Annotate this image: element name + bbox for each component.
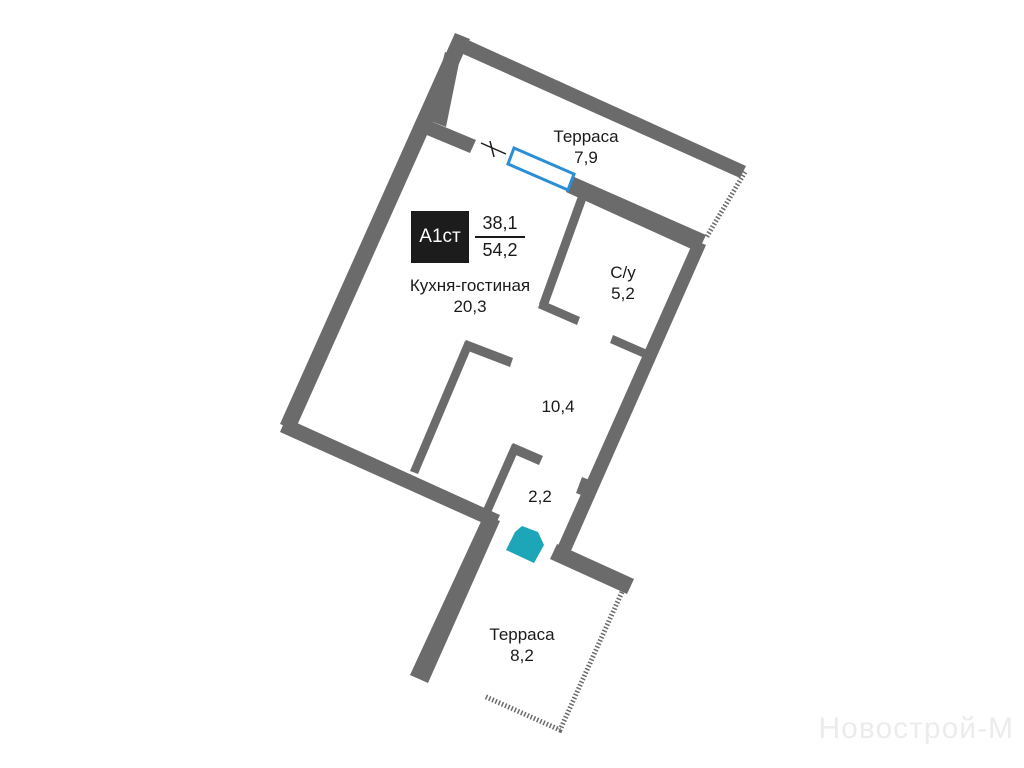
- watermark: Новострой-М: [818, 712, 1014, 745]
- room-label-wc: С/у 5,2: [596, 262, 650, 304]
- wall-top-short: [422, 120, 476, 153]
- wall-wc-bottom-right: [610, 335, 652, 360]
- wall-hall-stub: [463, 340, 513, 367]
- apartment-badge: А1ст 38,1 54,2: [411, 211, 531, 263]
- window-mark: [480, 142, 507, 155]
- wall-bottom-right: [550, 544, 634, 594]
- room-name: Терраса: [489, 625, 555, 644]
- wall-vestibule-left: [482, 444, 520, 515]
- wall-right: [557, 240, 706, 553]
- wall-top-pier: [428, 52, 460, 127]
- apartment-area: 38,1 54,2: [469, 211, 531, 263]
- wall-top-terrace: [452, 35, 746, 178]
- room-area: 8,2: [510, 646, 534, 665]
- wall-wc-bottom-left: [538, 300, 580, 325]
- total-area: 54,2: [482, 240, 518, 260]
- room-label-hallway: 10,4: [528, 396, 588, 417]
- living-area: 38,1: [482, 213, 518, 233]
- room-name: Терраса: [553, 127, 619, 146]
- room-name: С/у: [610, 263, 636, 282]
- room-label-terrace-top: Терраса 7,9: [544, 126, 628, 168]
- railing-bottom-terrace: [482, 590, 625, 734]
- wall-vestibule-stub: [509, 443, 543, 465]
- room-area: 20,3: [453, 297, 487, 316]
- wall-bottom-left: [280, 418, 500, 528]
- room-label-kitchen-living: Кухня-гостиная 20,3: [390, 275, 550, 317]
- window-tick: [489, 140, 495, 158]
- wall-wc-top: [566, 176, 706, 252]
- room-area: 7,9: [574, 148, 598, 167]
- room-label-vestibule: 2,2: [518, 486, 562, 507]
- entrance-marker-icon: [506, 526, 544, 563]
- apartment-code: А1ст: [411, 211, 469, 263]
- room-name: Кухня-гостиная: [409, 276, 531, 295]
- room-area: 5,2: [611, 284, 635, 303]
- room-area: 10,4: [541, 397, 575, 416]
- wall-wc-left: [539, 196, 586, 308]
- window-icon: [506, 145, 576, 193]
- railing-top-terrace: [703, 170, 748, 240]
- wall-hall-left: [410, 341, 473, 474]
- room-label-terrace-bottom: Терраса 8,2: [480, 624, 564, 666]
- wall-vestibule-jamb: [576, 477, 592, 497]
- room-area: 2,2: [528, 487, 552, 506]
- fraction-line: [475, 236, 525, 238]
- wall-lower-left: [410, 515, 500, 683]
